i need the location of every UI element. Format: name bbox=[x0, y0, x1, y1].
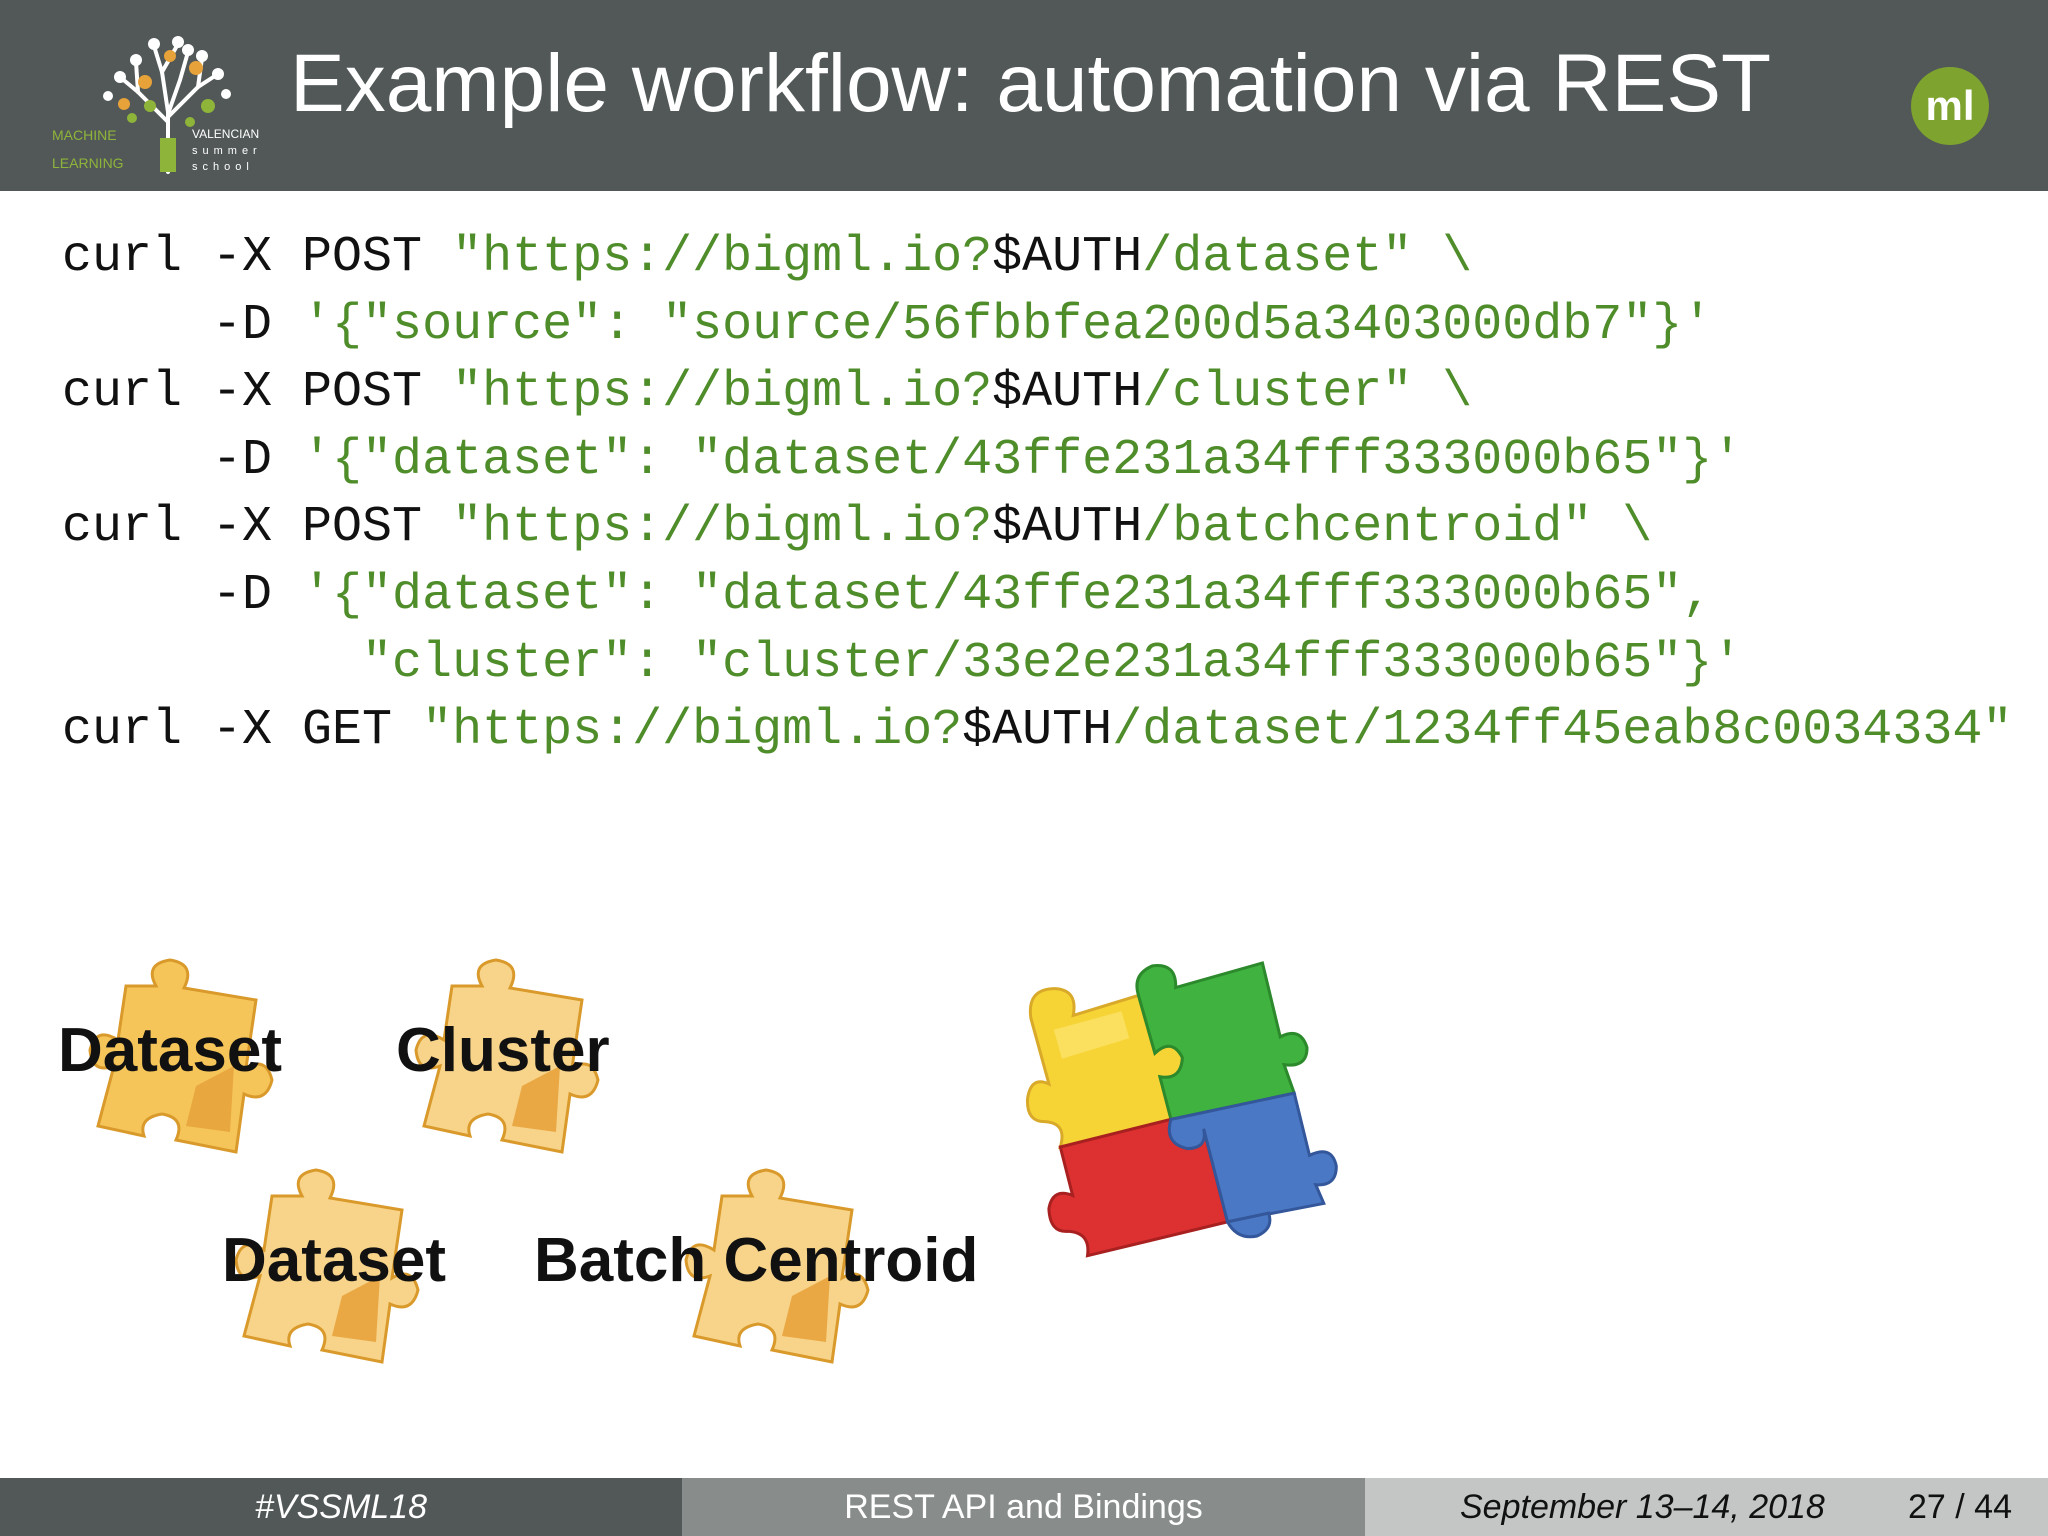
piece-label-batch-centroid: Batch Centroid bbox=[534, 1226, 979, 1295]
code-string: "https://bigml.io? bbox=[452, 229, 993, 286]
svg-text:school: school bbox=[192, 161, 254, 173]
footer-hashtag: #VSSML18 bbox=[0, 1478, 682, 1536]
code-line: -D '{"dataset": "dataset/43ffe231a34fff3… bbox=[62, 432, 1742, 489]
slide-header: MACHINE LEARNING VALENCIAN summer school… bbox=[0, 0, 2048, 191]
ml-logo-icon: ml bbox=[1910, 66, 1990, 146]
code-string: "https://bigml.io? bbox=[452, 499, 993, 557]
code-line: curl -X POST "https://bigml.io?$AUTH/clu… bbox=[62, 364, 1472, 421]
code-text: $AUTH bbox=[992, 364, 1143, 422]
code-string: '{"dataset": "dataset/43ffe231a34fff3330… bbox=[302, 566, 1713, 624]
page-number: 27 / 44 bbox=[1908, 1488, 2012, 1526]
code-string: '{"dataset": "dataset/43ffe231a34fff3330… bbox=[302, 431, 1743, 489]
code-text: $AUTH bbox=[992, 499, 1143, 557]
svg-text:summer: summer bbox=[192, 145, 262, 157]
code-string: '{"source": "source/56fbbfea200d5a340300… bbox=[302, 296, 1713, 354]
slide-footer: #VSSML18 REST API and Bindings September… bbox=[0, 1478, 2048, 1536]
svg-text:LEARNING: LEARNING bbox=[52, 155, 124, 171]
footer-right-panel: September 13–14, 2018 27 / 44 bbox=[1365, 1478, 2048, 1536]
code-string: /cluster" \ bbox=[1142, 364, 1473, 422]
svg-text:VALENCIAN: VALENCIAN bbox=[192, 127, 259, 141]
code-text: curl -X POST bbox=[62, 364, 453, 422]
code-text: -D bbox=[62, 296, 303, 354]
code-string: /dataset/1234ff45eab8c0034334" bbox=[1112, 702, 2013, 760]
code-string: "cluster": "cluster/33e2e231a34fff333000… bbox=[62, 634, 1743, 692]
puzzle-piece-icon bbox=[682, 1166, 882, 1366]
puzzle-piece-icon bbox=[412, 956, 612, 1156]
code-line: "cluster": "cluster/33e2e231a34fff333000… bbox=[62, 635, 1742, 692]
piece-label-cluster: Cluster bbox=[396, 1016, 610, 1085]
code-string: /batchcentroid" \ bbox=[1142, 499, 1653, 557]
code-text: $AUTH bbox=[962, 702, 1113, 760]
code-block: curl -X POST "https://bigml.io?$AUTH/dat… bbox=[62, 224, 2012, 765]
piece-label-dataset-2: Dataset bbox=[222, 1226, 446, 1295]
code-line: -D '{"source": "source/56fbbfea200d5a340… bbox=[62, 297, 1712, 354]
puzzle-piece-icon bbox=[232, 1166, 432, 1366]
code-line: -D '{"dataset": "dataset/43ffe231a34fff3… bbox=[62, 567, 1712, 624]
code-line: curl -X POST "https://bigml.io?$AUTH/bat… bbox=[62, 499, 1652, 556]
code-text: curl -X GET bbox=[62, 702, 423, 760]
code-text: $AUTH bbox=[992, 229, 1143, 286]
code-line: curl -X POST "https://bigml.io?$AUTH/dat… bbox=[62, 229, 1472, 286]
svg-text:MACHINE: MACHINE bbox=[52, 127, 117, 143]
code-string: /dataset" \ bbox=[1142, 229, 1473, 286]
footer-topic: REST API and Bindings bbox=[682, 1478, 1365, 1536]
assembled-puzzle-icon bbox=[1026, 950, 1338, 1258]
svg-text:ml: ml bbox=[1925, 82, 1974, 129]
code-string: "https://bigml.io? bbox=[422, 702, 963, 760]
code-line: curl -X GET "https://bigml.io?$AUTH/data… bbox=[62, 702, 2012, 759]
tree-logo-icon: MACHINE LEARNING VALENCIAN summer school bbox=[50, 22, 290, 182]
footer-date: September 13–14, 2018 bbox=[1460, 1488, 1825, 1526]
code-text: curl -X POST bbox=[62, 499, 453, 557]
code-text: -D bbox=[62, 431, 303, 489]
code-text: -D bbox=[62, 566, 303, 624]
code-text: curl -X POST bbox=[62, 229, 453, 286]
piece-label-dataset-1: Dataset bbox=[58, 1016, 282, 1085]
code-string: "https://bigml.io? bbox=[452, 364, 993, 422]
puzzle-piece-icon bbox=[86, 956, 286, 1156]
slide-title: Example workflow: automation via REST bbox=[290, 38, 1772, 129]
